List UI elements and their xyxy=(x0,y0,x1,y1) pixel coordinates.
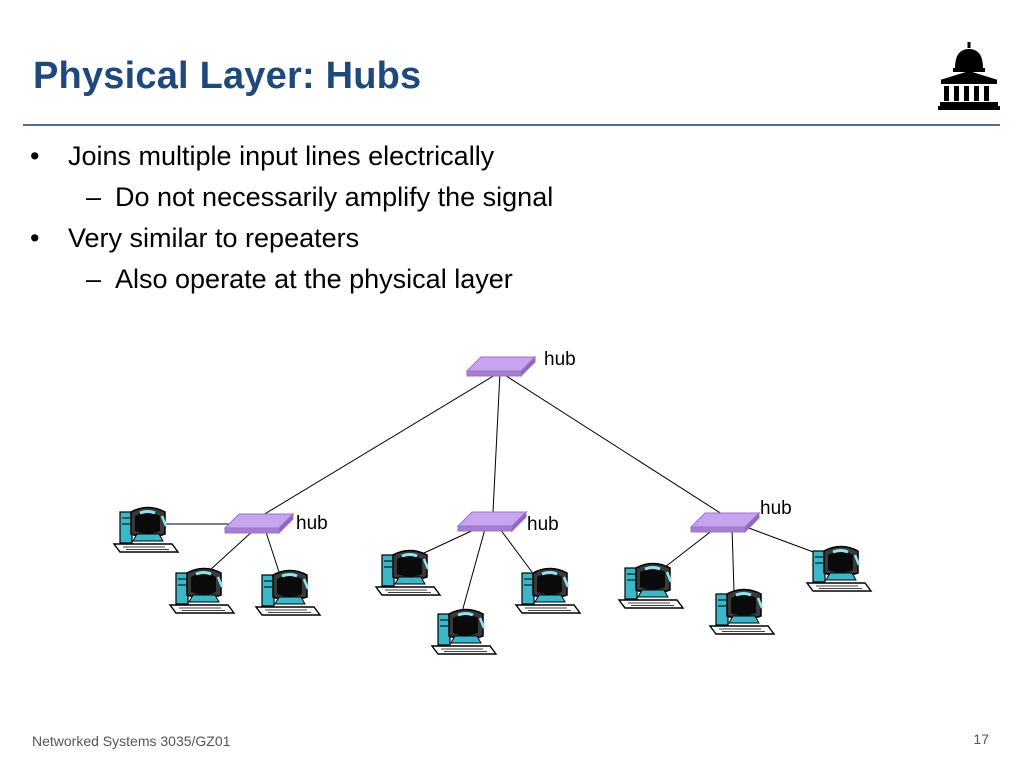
hub-icon xyxy=(224,513,294,534)
link xyxy=(423,527,479,554)
link xyxy=(264,528,280,573)
bullet-item: • Joins multiple input lines electricall… xyxy=(30,139,730,180)
bullet-text: Joins multiple input lines electrically xyxy=(68,141,495,171)
computer-icon xyxy=(805,545,873,593)
sub-bullet-dash: – xyxy=(86,182,102,212)
link xyxy=(664,525,719,568)
hub-label: hub xyxy=(544,349,576,370)
computer-icon xyxy=(168,567,236,615)
bullet-dot: • xyxy=(30,223,40,253)
bullet-text: Very similar to repeaters xyxy=(68,223,360,253)
link xyxy=(731,526,735,593)
university-building-icon xyxy=(938,42,1000,110)
hub-icon xyxy=(690,512,760,533)
bullet-list: • Joins multiple input lines electricall… xyxy=(30,139,730,303)
sub-bullet-text: Do not necessarily amplify the signal xyxy=(115,182,554,212)
sub-bullet-dash: – xyxy=(86,264,102,294)
computer-icon xyxy=(112,506,180,554)
link xyxy=(492,371,501,513)
link xyxy=(499,371,726,517)
computer-icon xyxy=(254,569,322,617)
link xyxy=(209,528,256,571)
link xyxy=(737,523,817,554)
sub-bullet-text: Also operate at the physical layer xyxy=(115,264,513,294)
page-number: 17 xyxy=(973,731,989,747)
bullet-item: • Very similar to repeaters xyxy=(30,221,730,262)
footer-course: Networked Systems 3035/GZ01 xyxy=(32,733,231,749)
computer-icon xyxy=(374,549,442,597)
computer-icon xyxy=(617,562,685,610)
sub-bullet-item: – Do not necessarily amplify the signal xyxy=(30,180,730,221)
bullet-dot: • xyxy=(30,141,40,171)
link xyxy=(461,528,486,613)
title-divider xyxy=(23,124,1000,126)
slide-title: Physical Layer: Hubs xyxy=(33,55,422,97)
link xyxy=(499,528,533,573)
hub-label: hub xyxy=(527,514,559,535)
hub-label: hub xyxy=(296,513,328,534)
computer-icon xyxy=(708,588,776,636)
link xyxy=(262,371,501,516)
computer-icon xyxy=(430,608,498,656)
computer-icon xyxy=(514,567,582,615)
network-links xyxy=(162,371,817,613)
hub-icon xyxy=(457,511,527,532)
sub-bullet-item: – Also operate at the physical layer xyxy=(30,262,730,303)
hub-label: hub xyxy=(760,498,792,519)
hub-icon xyxy=(466,356,536,377)
